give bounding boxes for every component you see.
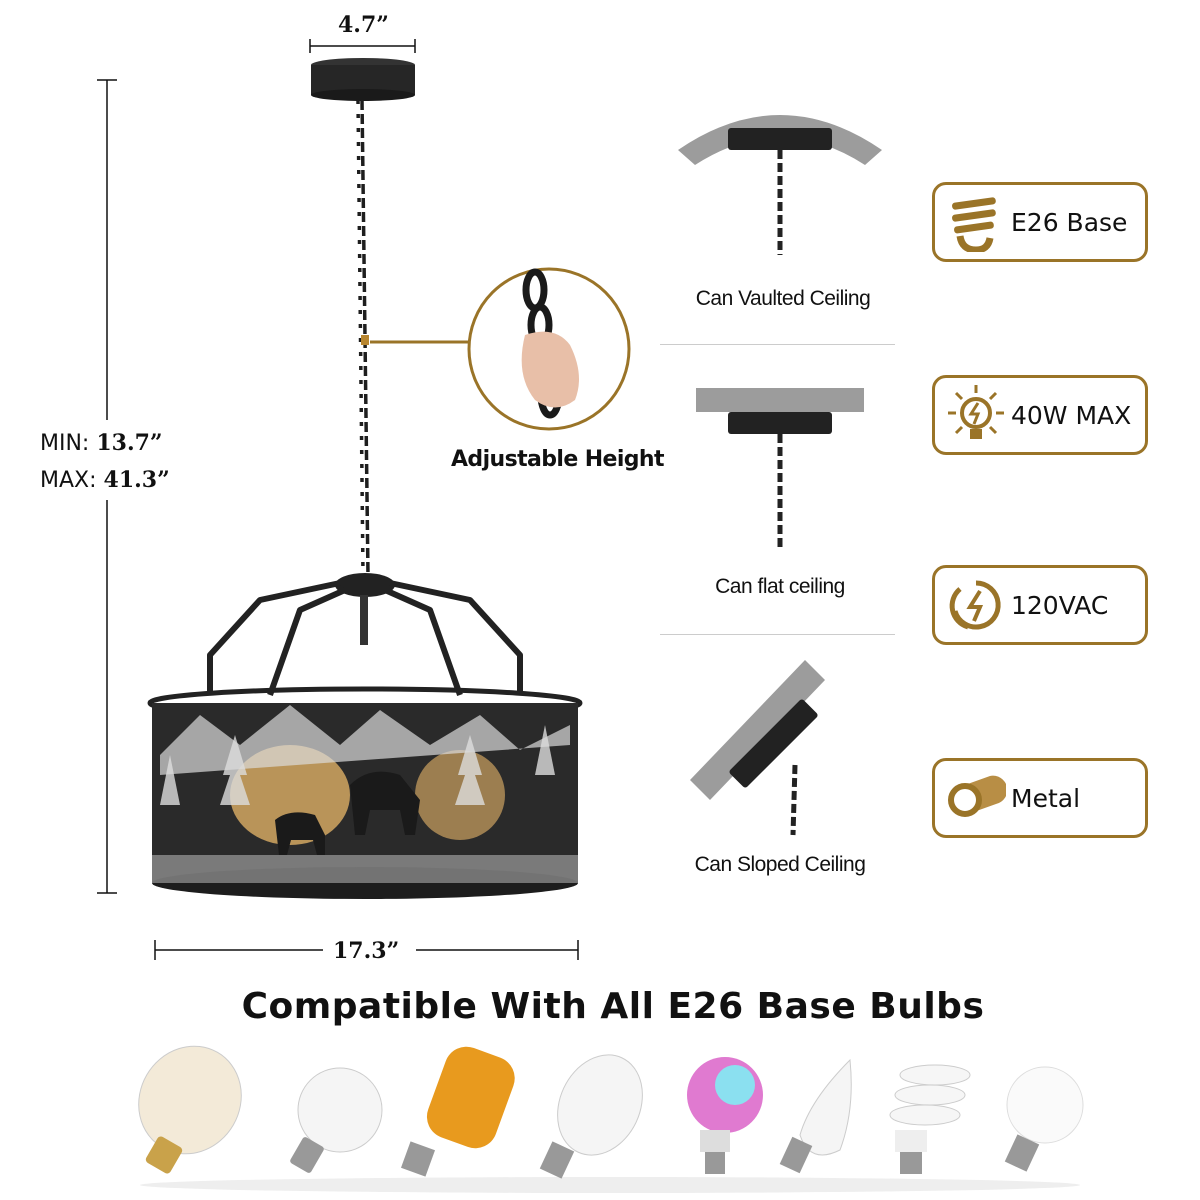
drum-width-label: 17.3” xyxy=(333,938,400,964)
pendant-light-illustration xyxy=(147,58,583,899)
ceiling-type-label-vaulted: Can Vaulted Ceiling xyxy=(695,287,871,310)
height-min-value: 13.7” xyxy=(96,430,163,456)
compatibility-heading: Compatible With All E26 Base Bulbs xyxy=(241,986,985,1027)
vaulted-ceiling-illustration xyxy=(678,115,882,255)
spec-badge-material: Metal xyxy=(932,758,1148,838)
ceiling-type-label-sloped: Can Sloped Ceiling xyxy=(694,853,866,876)
led-a19-bulb xyxy=(1004,1066,1084,1172)
badge-label: Metal xyxy=(1011,783,1081,813)
spec-badge-wattage: 40W MAX xyxy=(932,375,1148,455)
badge-label: 120VAC xyxy=(1011,590,1109,620)
height-max: MAX: 41.3” xyxy=(40,467,170,493)
compatible-bulbs-row xyxy=(138,1045,1084,1193)
spec-badge-voltage: 120VAC xyxy=(932,565,1148,645)
candle-bulb xyxy=(779,1058,852,1174)
chain-detail-callout xyxy=(370,267,631,431)
sloped-ceiling-illustration xyxy=(690,660,825,836)
voltage-cycle-icon xyxy=(941,570,1011,640)
drum-width-dimension-line xyxy=(154,940,579,960)
canopy-width-dimension-line xyxy=(309,39,416,53)
height-dimension-line xyxy=(97,79,117,894)
divider xyxy=(660,344,895,345)
metal-cylinder-icon xyxy=(941,763,1011,833)
height-min: MIN: 13.7” xyxy=(40,430,163,456)
edison-st58-bulb xyxy=(539,1054,643,1179)
rgb-smart-bulb xyxy=(687,1057,763,1174)
height-min-label: MIN: xyxy=(40,431,90,456)
badge-label: 40W MAX xyxy=(1011,400,1132,430)
adjustable-height-caption: Adjustable Height xyxy=(451,447,665,472)
edison-st64-bulb xyxy=(138,1045,242,1174)
badge-label: E26 Base xyxy=(1011,207,1128,237)
flame-effect-bulb xyxy=(400,1046,515,1177)
edison-a19-bulb xyxy=(290,1067,383,1173)
height-max-value: 41.3” xyxy=(103,467,170,493)
canopy-width-label: 4.7” xyxy=(338,12,389,38)
height-max-label: MAX: xyxy=(40,468,97,493)
spec-badge-base: E26 Base xyxy=(932,182,1148,262)
ceiling-type-label-flat: Can flat ceiling xyxy=(715,575,845,598)
spiral-cfl-bulb xyxy=(889,1064,971,1174)
bulb-power-icon xyxy=(941,380,1011,450)
cfl-base-icon xyxy=(941,187,1011,257)
flat-ceiling-illustration xyxy=(696,388,864,550)
divider xyxy=(660,634,895,635)
